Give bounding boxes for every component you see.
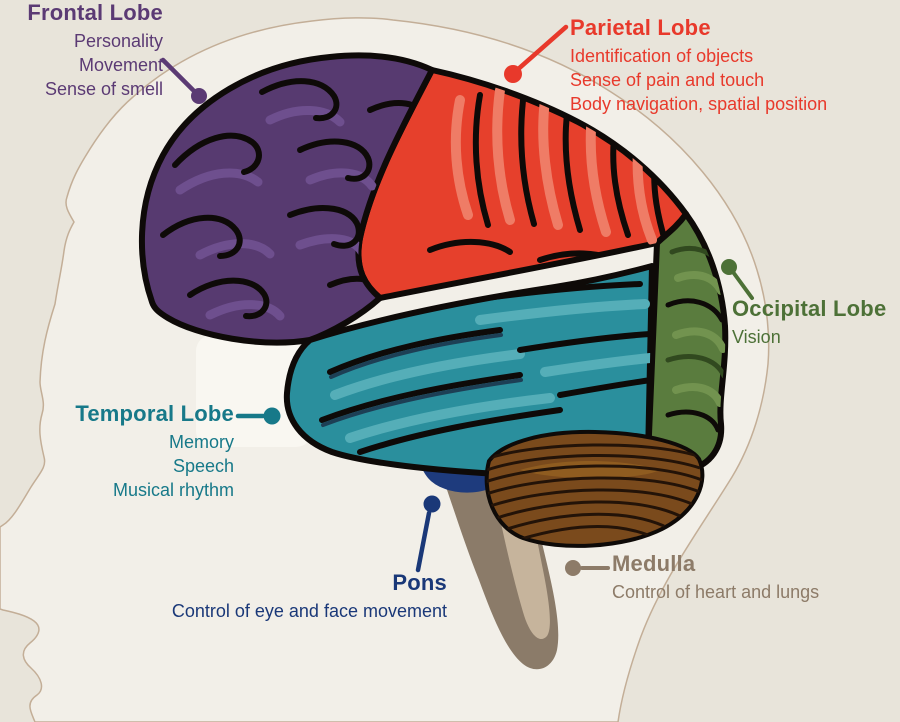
temporal-lobe-shape [287,266,652,474]
medulla-leader-dot [565,560,581,576]
parietal-lobe-shape [358,70,686,298]
frontal-lobe-title: Frontal Lobe [27,0,163,25]
occipital-leader-dot [721,259,737,275]
parietal-lobe-title: Parietal Lobe [570,15,711,40]
frontal-lobe-function: Personality [73,31,163,51]
temporal-lobe-label: Temporal Lobe Memory Speech Musical rhyt… [28,401,234,502]
pons-leader-dot [423,495,441,513]
parietal-leader-dot [504,65,522,83]
frontal-lobe-shape [142,55,432,342]
parietal-lobe-function: Body navigation, spatial position [570,94,828,114]
occipital-lobe-label: Occipital Lobe Vision [732,296,900,349]
temporal-lobe-title: Temporal Lobe [75,401,234,426]
medulla-function: Control of heart and lungs [612,582,820,602]
temporal-leader-dot [263,407,281,425]
temporal-lobe-function: Musical rhythm [112,480,234,500]
cerebellum-shape [484,429,705,548]
frontal-lobe-function: Sense of smell [44,79,163,99]
medulla-title: Medulla [612,551,696,576]
occipital-leader [721,259,754,300]
frontal-lobe-function: Movement [78,55,163,75]
frontal-lobe-label: Frontal Lobe Personality Movement Sense … [0,0,163,101]
pons-leader [415,495,441,573]
parietal-leader [504,24,569,83]
temporal-leader [235,407,281,425]
head-interior-highlight [196,335,312,447]
occipital-lobe-shape [648,214,725,472]
temporal-lobe-function: Speech [172,456,234,476]
medulla-label: Medulla Control of heart and lungs [612,551,898,604]
parietal-lobe-function: Identification of objects [570,46,754,66]
parietal-lobe-function: Sense of pain and touch [570,70,765,90]
frontal-leader [160,57,207,104]
occipital-lobe-function: Vision [732,327,781,347]
pons-title: Pons [392,570,447,595]
occipital-lobe-title: Occipital Lobe [732,296,887,321]
parietal-lobe-label: Parietal Lobe Identification of objects … [570,15,896,116]
pons-label: Pons Control of eye and face movement [145,570,447,623]
pons-function: Control of eye and face movement [171,601,447,621]
temporal-lobe-function: Memory [168,432,234,452]
frontal-leader-dot [191,88,207,104]
medulla-leader [565,560,610,576]
